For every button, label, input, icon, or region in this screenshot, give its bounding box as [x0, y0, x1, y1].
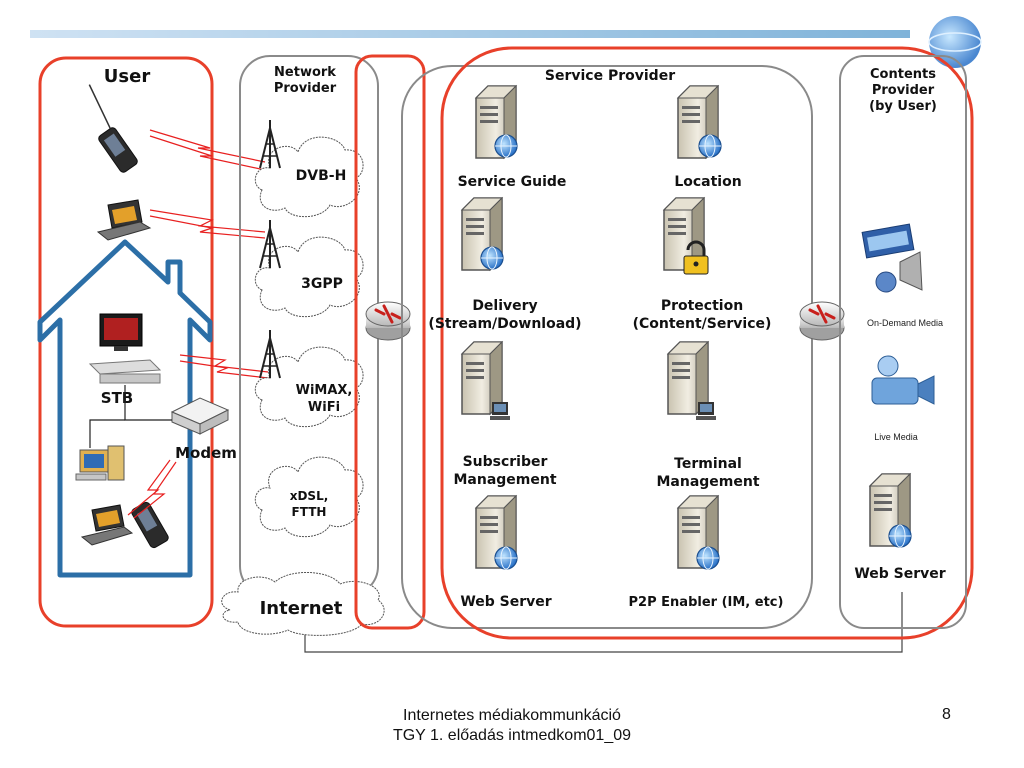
modem-icon: [170, 397, 230, 435]
web-server-label: Web Server: [460, 594, 551, 610]
service-guide-server-icon: [475, 85, 518, 159]
cloud-label-wimax: WiMAX,: [296, 383, 353, 398]
laptop-icon-2: [80, 504, 134, 546]
desktop-computer-icon: [75, 445, 125, 481]
subscriber-label-2: Management: [453, 472, 556, 488]
footer-lecture-info: TGY 1. előadás intmedkom01_09: [392, 727, 632, 744]
laptop-icon: [96, 199, 152, 241]
cloud-3gpp: 3GPP: [254, 236, 364, 318]
internet-cloud: Internet: [221, 571, 385, 636]
protection-label-2: (Content/Service): [633, 316, 772, 332]
p2p-server-icon: [677, 495, 720, 570]
network-title-line1: Network: [274, 65, 336, 80]
internet-link-line: [304, 592, 903, 653]
set-top-box-icon: [88, 359, 162, 384]
tv-icon: [99, 313, 143, 351]
cloud-label-dvbh: DVB-H: [296, 168, 347, 184]
modem-label: Modem: [175, 444, 237, 462]
user-group: User STB: [37, 56, 269, 628]
provider-highlight-box: [440, 46, 974, 640]
terminal-label-2: Management: [656, 474, 759, 490]
terminal-label-1: Terminal: [674, 456, 742, 472]
p2p-label: P2P Enabler (IM, etc): [629, 595, 784, 610]
contents-web-server-label: Web Server: [854, 566, 945, 582]
network-provider-group: Network Provider DVB-H 3GPP WiMAX, WiFi …: [221, 55, 385, 636]
footer-course-title: Internetes médiakommunkáció: [403, 707, 621, 724]
web-server-icon: [475, 495, 518, 570]
cloud-label-xdsl: xDSL,: [290, 489, 329, 503]
stb-label: STB: [101, 389, 133, 407]
terminal-server-icon: [667, 341, 716, 420]
location-label: Location: [674, 174, 741, 190]
service-provider-title: Service Provider: [545, 68, 675, 84]
contents-provider-group: Contents Provider (by User) On-Demand Me…: [839, 55, 967, 629]
contents-web-server-icon: [869, 473, 912, 548]
service-provider-box: [401, 65, 813, 629]
router-icon-2: [798, 300, 846, 342]
video-camera-icon: [871, 355, 935, 405]
lock-icon: [683, 240, 709, 275]
cloud-dvbh: DVB-H: [254, 136, 364, 218]
footer: Internetes médiakommunkáció TGY 1. előad…: [262, 706, 762, 746]
page-number: 8: [942, 706, 951, 723]
protection-label-1: Protection: [661, 298, 743, 314]
cloud-label-wifi: WiFi: [308, 400, 340, 415]
router-highlight-box: [354, 54, 426, 630]
film-media-icon: [861, 223, 923, 293]
cloud-xdsl: xDSL, FTTH: [254, 456, 364, 538]
protection-server-icon: [663, 197, 709, 275]
location-server-icon: [677, 85, 722, 159]
live-media-label: Live Media: [874, 432, 918, 442]
service-provider-group: Service Provider Service Guide Location …: [401, 46, 974, 640]
contents-title-1: Contents: [870, 67, 936, 82]
internet-label: Internet: [260, 598, 343, 619]
router-icon-1: [364, 300, 412, 342]
network-title-line2: Provider: [274, 81, 337, 96]
house-outline: [37, 239, 213, 578]
contents-title-3: (by User): [869, 99, 937, 114]
contents-provider-box: [839, 55, 967, 629]
subscriber-label-1: Subscriber: [463, 454, 548, 470]
contents-title-2: Provider: [872, 83, 935, 98]
cloud-wimax: WiMAX, WiFi: [254, 346, 364, 428]
mobile-phone-icon: [88, 84, 138, 173]
cloud-label-ftth: FTTH: [292, 505, 327, 519]
header-bar: [30, 30, 910, 38]
service-guide-label: Service Guide: [458, 174, 567, 190]
on-demand-media-label: On-Demand Media: [867, 318, 943, 328]
cloud-label-3gpp: 3GPP: [301, 276, 343, 292]
delivery-server-icon: [461, 197, 504, 271]
subscriber-server-icon: [461, 341, 510, 420]
delivery-label-2: (Stream/Download): [428, 316, 581, 332]
user-title: User: [104, 66, 151, 87]
architecture-diagram: User STB: [30, 16, 982, 653]
delivery-label-1: Delivery: [472, 298, 537, 314]
